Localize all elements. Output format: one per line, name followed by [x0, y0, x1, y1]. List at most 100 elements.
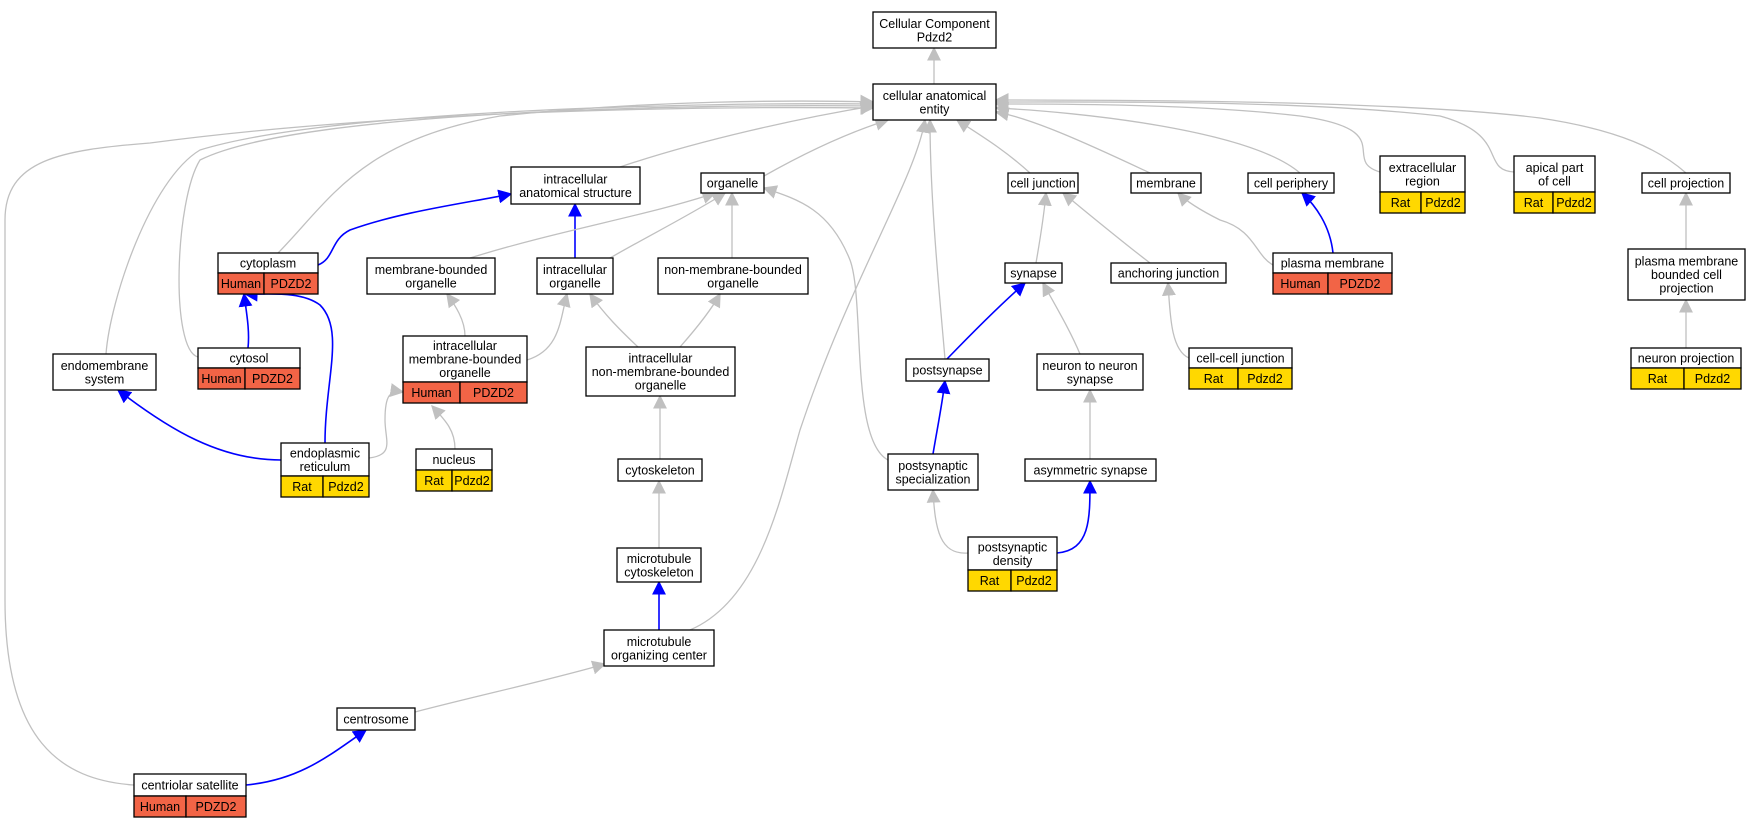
node-organelle[interactable]: organelle — [700, 172, 765, 194]
node-cell-periphery[interactable]: cell periphery — [1247, 172, 1335, 194]
node-label: cell junction — [1010, 177, 1075, 191]
edge-neuron-to-neuron-synapse-to-synapse — [1042, 281, 1081, 355]
node-label: centriolar satellite — [141, 779, 238, 793]
gene-label: Pdzd2 — [454, 474, 489, 488]
node-box — [700, 172, 765, 194]
node-box — [1036, 353, 1144, 391]
species-label: Human — [411, 386, 451, 400]
node-box — [905, 358, 990, 382]
node-postsynapse[interactable]: postsynapse — [905, 358, 990, 382]
node-box — [1130, 172, 1202, 194]
node-label: membrane-bounded — [409, 353, 522, 367]
node-label: organelle — [707, 276, 758, 290]
node-label: anatomical structure — [519, 186, 632, 200]
node-cell-projection[interactable]: cell projection — [1641, 172, 1731, 194]
node-synapse[interactable]: synapse — [1004, 262, 1063, 284]
species-label: Human — [201, 372, 241, 386]
node-box — [52, 353, 157, 391]
node-cell-junction[interactable]: cell junction — [1007, 172, 1079, 194]
edge-synapse-to-cell-junction — [1035, 191, 1052, 264]
edge-endoplasmic-reticulum-to-endomembrane-system — [116, 389, 282, 461]
edge-postsynaptic-density-to-asymmetric-synapse — [1056, 479, 1097, 554]
node-label: anchoring junction — [1118, 267, 1220, 281]
node-intracellular-membrane-bounded-organelle[interactable]: intracellularmembrane-boundedorganelleHu… — [402, 335, 528, 404]
edge-intracellular-membrane-bounded-organelle-to-intracellular-organelle — [526, 292, 571, 361]
node-label: postsynaptic — [978, 540, 1047, 554]
node-label: intracellular — [629, 352, 693, 366]
edge-extracellular-region-to-cellular-anatomical-entity — [994, 97, 1381, 173]
node-box — [585, 346, 736, 397]
node-label: asymmetric synapse — [1034, 464, 1148, 478]
edge-endoplasmic-reticulum-to-intracellular-membrane-bounded-organelle — [368, 383, 405, 459]
edge-cell-periphery-to-cellular-anatomical-entity — [994, 101, 1301, 174]
node-box — [887, 453, 979, 491]
gene-label: Pdzd2 — [328, 480, 363, 494]
gene-cell — [459, 381, 528, 404]
edge-centriolar-satellite-to-centrosome — [245, 729, 368, 786]
node-label: neuron to neuron — [1042, 359, 1137, 373]
edge-intracellular-organelle-to-organelle — [609, 192, 727, 259]
node-box — [1024, 458, 1157, 482]
gene-cell — [1552, 191, 1596, 214]
gene-cell — [451, 469, 493, 492]
node-label: organelle — [549, 276, 600, 290]
node-box — [366, 257, 496, 295]
gene-cell — [1327, 272, 1393, 295]
node-membrane[interactable]: membrane — [1130, 172, 1202, 194]
node-box — [536, 257, 614, 295]
edge-apical-part-of-cell-to-cellular-anatomical-entity — [994, 94, 1515, 173]
node-label: centrosome — [343, 713, 408, 727]
species-label: Rat — [1391, 196, 1411, 210]
node-label: organelle — [439, 366, 490, 380]
node-anchoring-junction[interactable]: anchoring junction — [1110, 262, 1227, 284]
species-label: Rat — [1524, 196, 1544, 210]
node-intracellular-non-membrane-bounded-organelle[interactable]: intracellularnon-membrane-boundedorganel… — [585, 346, 736, 397]
edge-endomembrane-system-to-cellular-anatomical-entity — [105, 96, 875, 355]
node-label: density — [993, 554, 1033, 568]
node-asymmetric-synapse[interactable]: asymmetric synapse — [1024, 458, 1157, 482]
node-centrosome[interactable]: centrosome — [336, 707, 416, 731]
node-box — [1004, 262, 1063, 284]
node-cytoskeleton[interactable]: cytoskeleton — [617, 458, 703, 482]
edge-centriolar-satellite-to-cellular-anatomical-entity — [4, 100, 875, 786]
node-box — [872, 11, 997, 49]
node-label: endoplasmic — [290, 446, 360, 460]
node-label: cytoskeleton — [624, 565, 694, 579]
node-label: postsynapse — [912, 364, 982, 378]
gene-label: Pdzd2 — [1247, 372, 1282, 386]
node-box — [336, 707, 416, 731]
node-box — [1110, 262, 1227, 284]
